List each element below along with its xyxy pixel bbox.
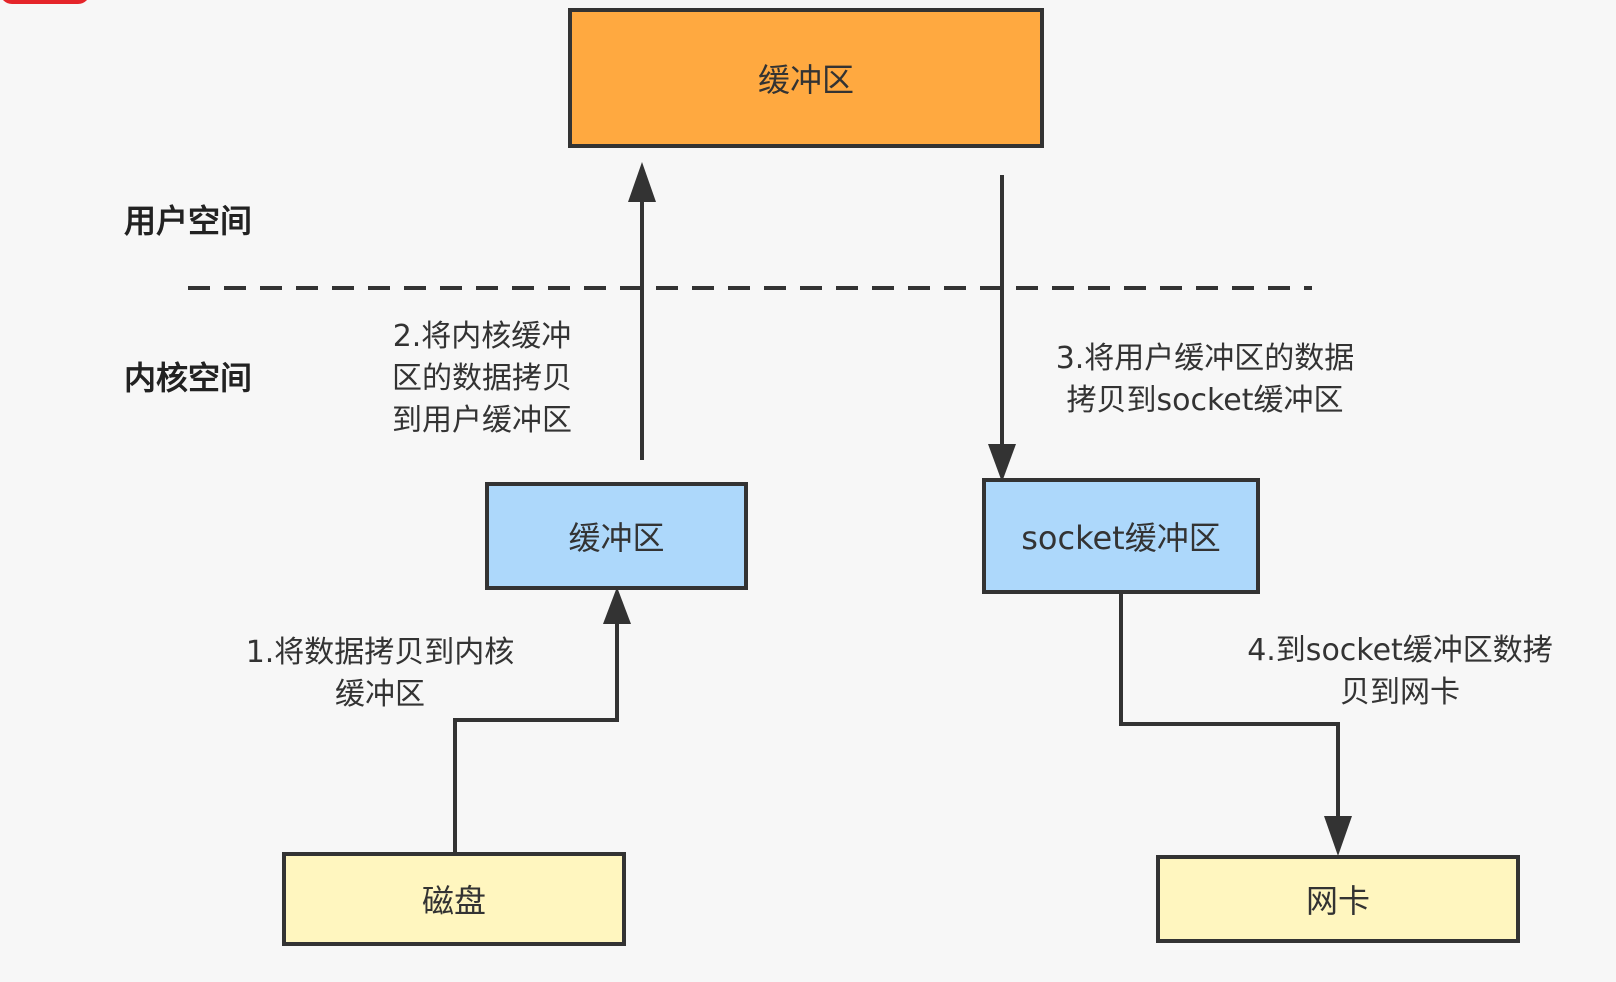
disk-box: 磁盘 — [282, 852, 626, 946]
kernel-buffer-label: 缓冲区 — [568, 519, 665, 557]
user-space-label: 用户空间 — [124, 202, 253, 240]
step1-line2: 缓冲区 — [335, 677, 425, 712]
user-buffer-box: 缓冲区 — [568, 8, 1044, 148]
step2-line2: 区的数据拷贝 — [392, 361, 572, 396]
arrowhead-socket-buffer — [988, 444, 1016, 482]
step2-annotation: 2.将内核缓冲 区的数据拷贝 到用户缓冲区 — [362, 316, 602, 442]
step1-annotation: 1.将数据拷贝到内核 缓冲区 — [200, 632, 560, 716]
step3-line2: 拷贝到socket缓冲区 — [1066, 383, 1344, 418]
step4-line2: 贝到网卡 — [1340, 675, 1460, 710]
step3-annotation: 3.将用户缓冲区的数据 拷贝到socket缓冲区 — [1010, 338, 1400, 422]
step2-line3: 到用户缓冲区 — [392, 403, 572, 438]
socket-buffer-box: socket缓冲区 — [982, 478, 1260, 594]
disk-label: 磁盘 — [421, 882, 486, 920]
arrow-socket-buffer-to-nic — [1119, 594, 1340, 818]
step3-line1: 3.将用户缓冲区的数据 — [1055, 341, 1355, 376]
step4-annotation: 4.到socket缓冲区数拷 贝到网卡 — [1210, 630, 1590, 714]
step1-line1: 1.将数据拷贝到内核 — [245, 635, 515, 670]
nic-label: 网卡 — [1305, 882, 1370, 920]
arrowhead-user-buffer — [628, 162, 656, 202]
arrow-disk-to-kernel-buffer — [453, 622, 619, 852]
socket-buffer-label: socket缓冲区 — [1021, 519, 1221, 557]
arrowhead-nic — [1324, 816, 1352, 856]
step2-line1: 2.将内核缓冲 — [392, 319, 572, 354]
window-tab-marker — [0, 0, 90, 4]
kernel-space-label: 内核空间 — [124, 359, 253, 397]
arrowhead-kernel-buffer — [603, 587, 631, 624]
kernel-buffer-box: 缓冲区 — [485, 482, 748, 590]
user-buffer-label: 缓冲区 — [757, 61, 854, 99]
step4-line1: 4.到socket缓冲区数拷 — [1247, 633, 1553, 668]
nic-box: 网卡 — [1156, 855, 1520, 943]
